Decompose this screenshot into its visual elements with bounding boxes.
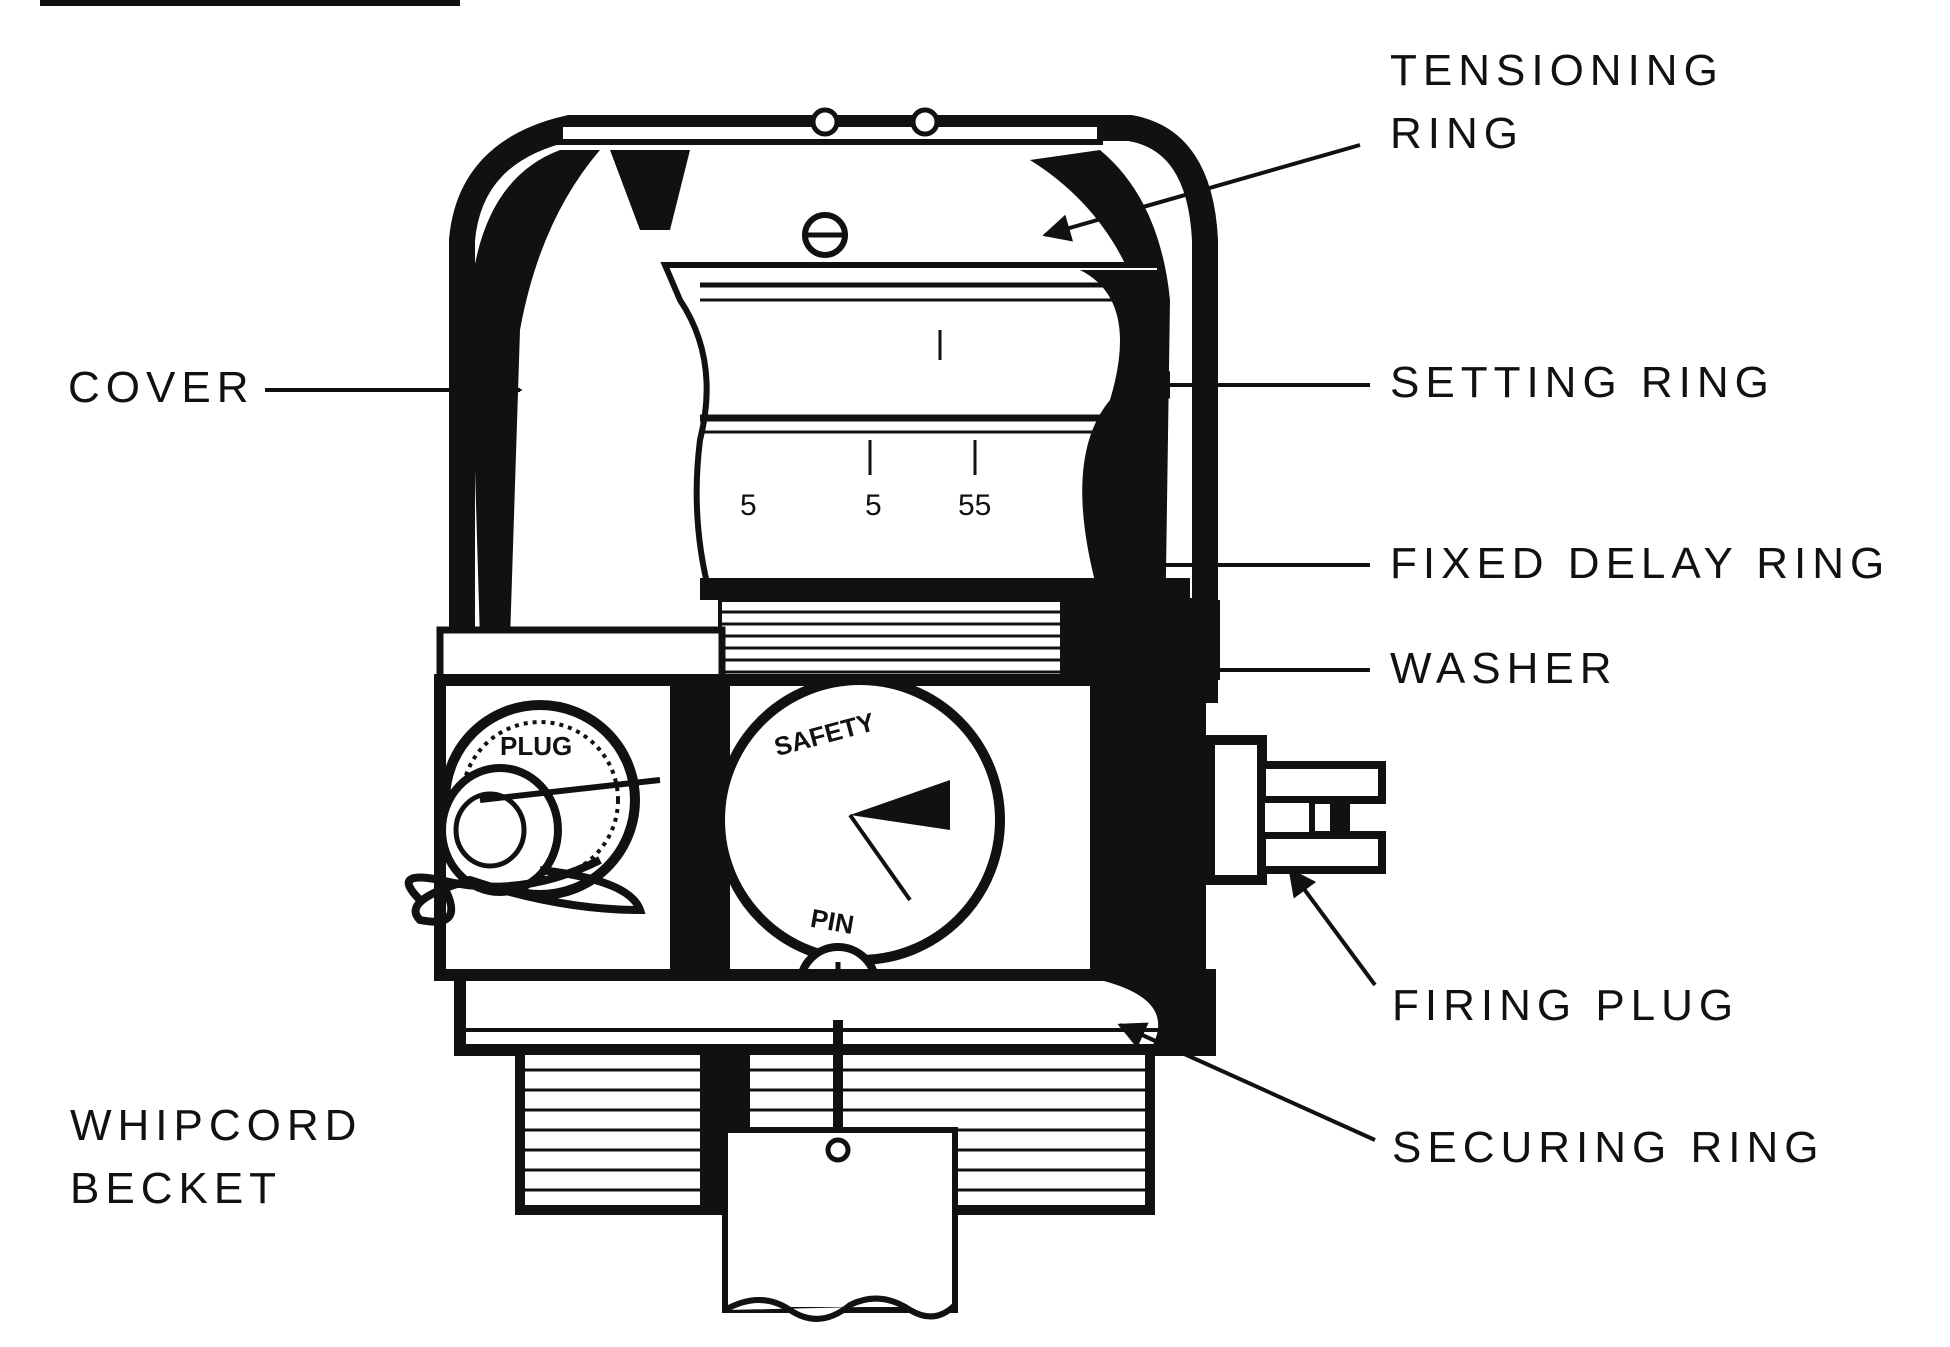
cutaway-window (660, 262, 1163, 598)
plug-knob: PLUG (404, 700, 661, 926)
cover-shade-left (470, 150, 600, 640)
label-tensioning-ring-line2: RING (1390, 109, 1524, 158)
label-tensioning-ring-line1: TENSIONING (1390, 46, 1724, 95)
top-stud-left (810, 107, 840, 137)
lower-body-shade-right (1090, 680, 1200, 975)
leader-tensioning-ring (1042, 143, 1361, 242)
label-setting-ring: SETTING RING (1390, 358, 1775, 407)
top-stud-right (910, 107, 940, 137)
fuze-body: 5 5 55 500 PLUG (404, 107, 1386, 1322)
securing-ring-shade (1100, 975, 1210, 1050)
window-shade-right (1080, 270, 1160, 600)
firing-plug (1205, 735, 1386, 885)
scan-artifact-line (40, 0, 460, 6)
plug-marking: PLUG (500, 731, 572, 761)
pin-marking: PIN (808, 903, 856, 940)
label-securing-ring: SECURING RING (1392, 1123, 1824, 1172)
dial-tick-label: 5 (740, 489, 757, 522)
cover-shade-top (610, 150, 690, 230)
label-firing-plug: FIRING PLUG (1392, 981, 1739, 1030)
whipcord-becket-tag (722, 1020, 958, 1322)
label-fixed-delay-ring: FIXED DELAY RING (1390, 539, 1890, 588)
leader-securing-ring (1117, 1022, 1376, 1142)
label-washer: WASHER (1390, 644, 1618, 693)
dial-tick-label: 55 (958, 489, 991, 522)
label-cover: COVER (68, 363, 254, 412)
fixed-delay-ring-band (700, 578, 1190, 600)
leader-firing-plug (1288, 867, 1377, 987)
whipcord-loop (404, 856, 646, 926)
washer-band (436, 626, 726, 684)
dial-tick-label: 500 (1123, 505, 1156, 555)
dial-tick-label: 5 (865, 489, 882, 522)
label-whipcord-becket-line1: WHIPCORD (70, 1101, 362, 1150)
label-whipcord-becket-line2: BECKET (70, 1164, 282, 1213)
